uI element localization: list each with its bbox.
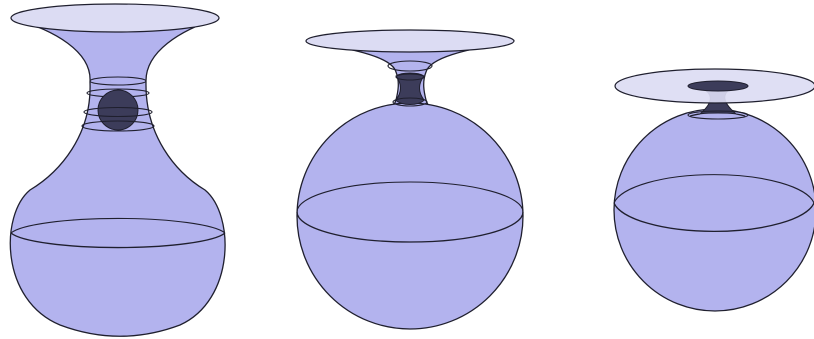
sphere2-top-disc <box>306 30 514 52</box>
sphere3-main-sphere <box>614 109 814 311</box>
figure-sphere-throat <box>297 30 523 329</box>
vase-top-cap <box>11 4 219 32</box>
figure-vase <box>10 4 225 336</box>
sphere3-disc-hole <box>688 81 748 91</box>
figure-sphere-disc <box>614 69 814 311</box>
sphere2-dark-throat <box>396 73 424 105</box>
vase-body <box>10 18 225 336</box>
vase-inner-sphere <box>98 90 138 130</box>
sphere2-main-sphere <box>297 103 523 329</box>
